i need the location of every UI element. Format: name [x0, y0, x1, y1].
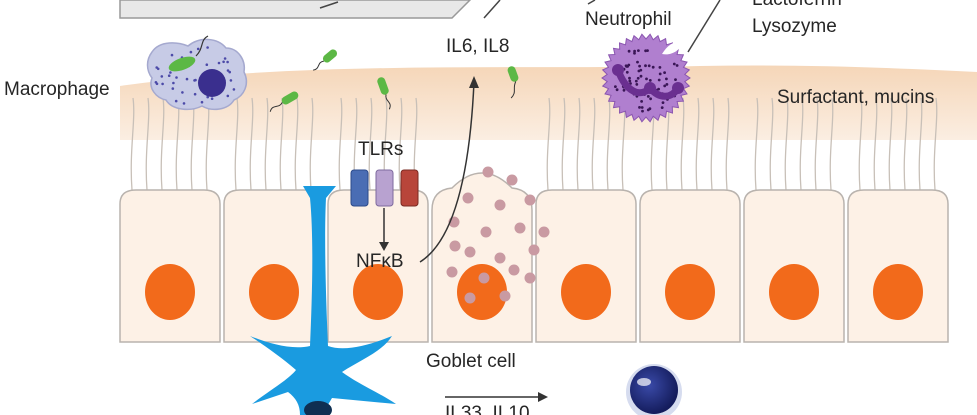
neutrophil-cell — [601, 33, 691, 123]
tlr-receptors — [350, 169, 419, 251]
cell-nucleus — [249, 264, 299, 320]
lymphocyte-cell — [626, 364, 682, 415]
neutrophil-label: Neutrophil — [585, 9, 672, 30]
epithelial-cell — [431, 172, 533, 343]
dendritic-cell — [250, 186, 396, 415]
cell-nucleus — [561, 264, 611, 320]
epithelial-cell — [223, 189, 325, 343]
cell-nucleus — [457, 264, 507, 320]
cell-nucleus — [353, 264, 403, 320]
surfactant-mucins-label: Surfactant, mucins — [777, 87, 935, 108]
il33-il10-label: IL33, IL10 — [445, 403, 530, 415]
nfkb-to-cytokine-arrow — [419, 76, 479, 263]
epithelial-cell — [119, 189, 221, 343]
il6-il8-label: IL6, IL8 — [446, 36, 510, 57]
tlrs-label: TLRs — [358, 139, 404, 160]
neutrophil-pointer-lines — [483, 0, 721, 53]
macrophage-cell — [146, 35, 248, 111]
epithelial-cell — [327, 189, 429, 343]
lactoferrin-label: Lactoferrin — [752, 0, 842, 9]
mucus-layer — [120, 65, 977, 140]
epithelial-cell — [535, 189, 637, 343]
goblet-cell-label: Goblet cell — [426, 351, 516, 372]
epithelial-cell — [639, 189, 741, 343]
macrophage-label: Macrophage — [4, 79, 110, 100]
top-banner-arrow — [119, 0, 472, 19]
cilia — [130, 97, 938, 191]
epithelial-cell — [743, 189, 845, 343]
lysozyme-label: Lysozyme — [752, 16, 837, 37]
cell-nucleus — [769, 264, 819, 320]
cell-nucleus — [145, 264, 195, 320]
bacteria — [269, 49, 519, 112]
goblet-cell-granules — [446, 166, 550, 304]
goblet-cell-arrow — [445, 392, 548, 402]
epithelial-cell-row — [119, 172, 949, 343]
nfkb-label: NFκB — [356, 251, 404, 272]
epithelial-cell — [847, 189, 949, 343]
cell-nucleus — [873, 264, 923, 320]
cell-nucleus — [665, 264, 715, 320]
